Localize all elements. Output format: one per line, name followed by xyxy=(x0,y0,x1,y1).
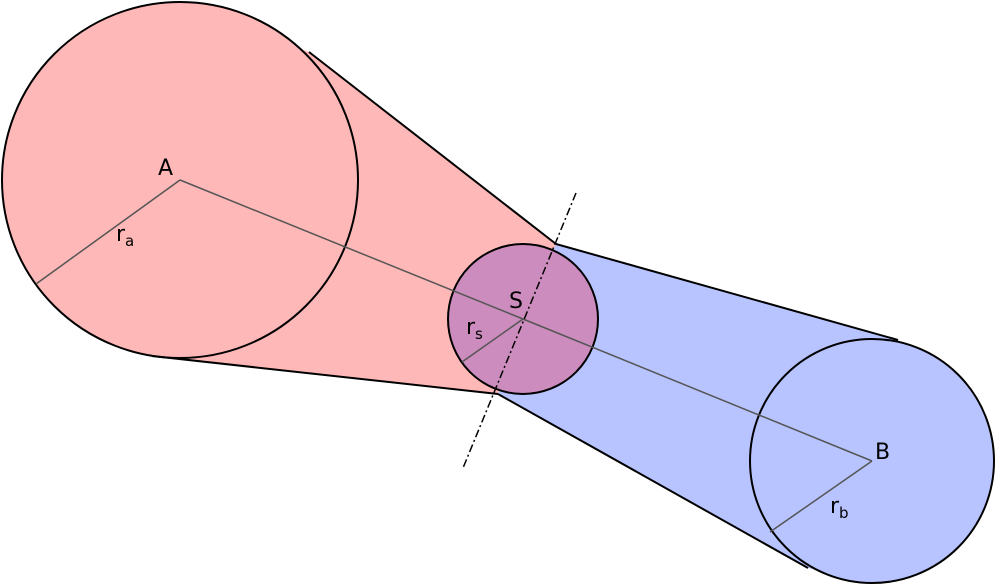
label-radius-b: rb xyxy=(830,494,849,522)
label-center-s: S xyxy=(509,289,523,314)
label-radius-a: ra xyxy=(116,222,134,250)
circle-s-outline xyxy=(447,243,599,395)
label-radius-s: rs xyxy=(466,315,483,343)
tangent-line-b-lower xyxy=(497,393,809,569)
label-center-b: B xyxy=(875,440,890,465)
radius-line-s xyxy=(461,318,524,363)
tangent-line-a-lower xyxy=(151,355,499,395)
radius-line-a xyxy=(35,179,181,285)
dash-dot-axis xyxy=(462,192,577,469)
tangent-line-a-upper xyxy=(308,51,557,245)
tangent-line-b-upper xyxy=(555,243,899,341)
label-center-a: A xyxy=(158,156,173,181)
circle-b-outline xyxy=(749,338,995,584)
radius-line-b xyxy=(769,460,873,533)
circle-a-outline xyxy=(1,1,359,359)
